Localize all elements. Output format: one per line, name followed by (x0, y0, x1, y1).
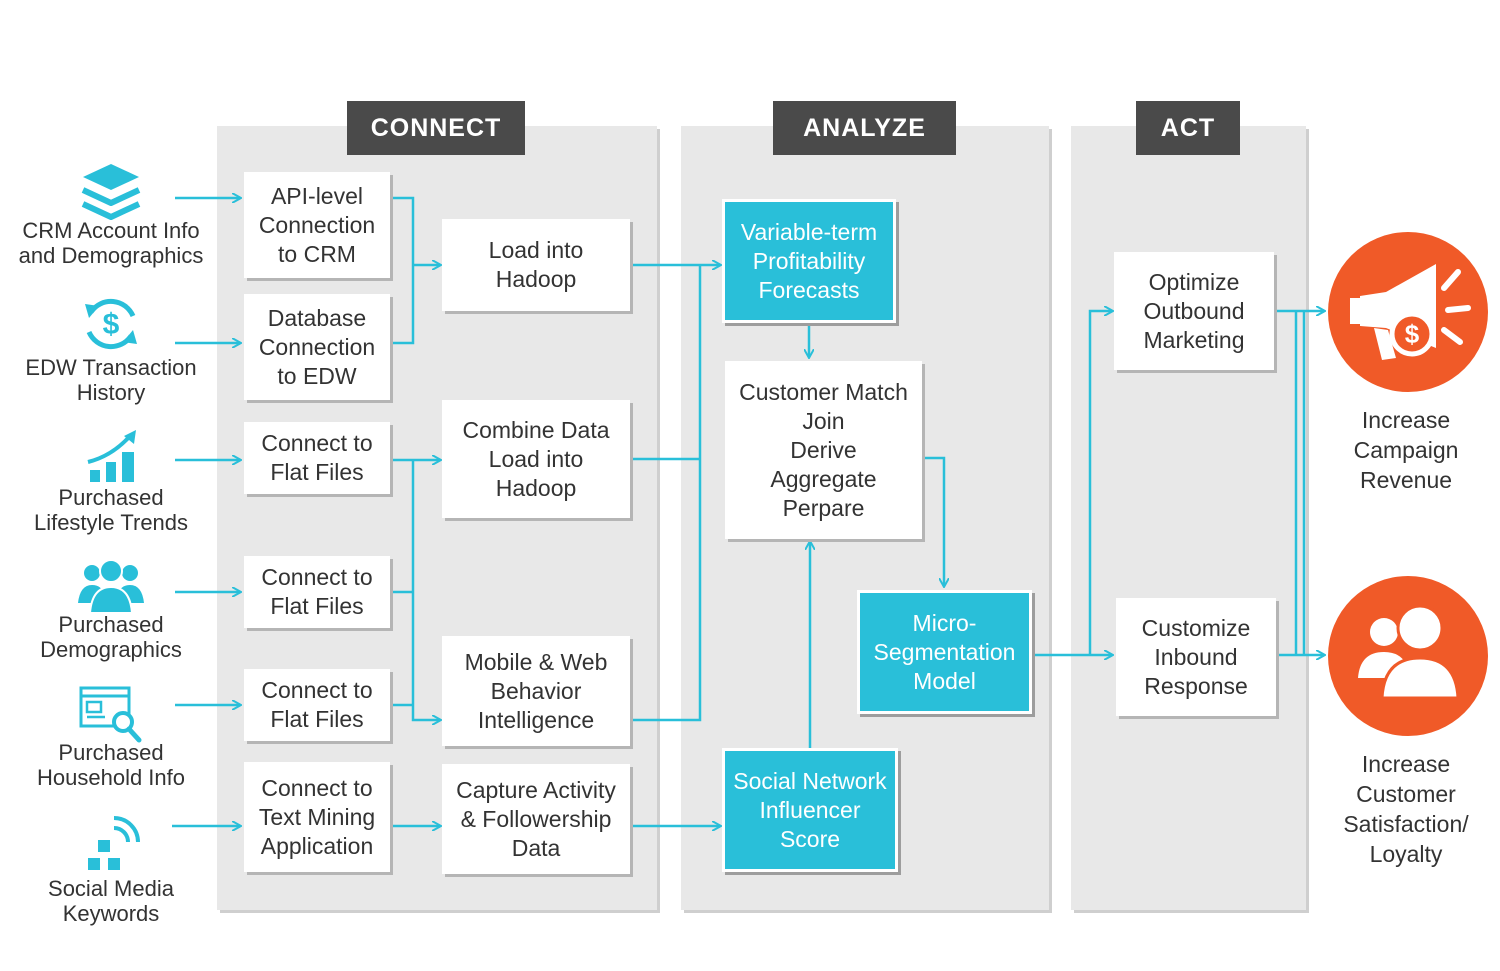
layers-icon (81, 164, 141, 220)
connector-api-load (390, 196, 415, 345)
people-group-icon (78, 559, 144, 613)
social-blocks-icon (88, 816, 140, 870)
megaphone-dollar-icon: $ (1328, 232, 1488, 392)
trend-chart-icon (87, 430, 136, 482)
connect-header: CONNECT (347, 101, 525, 155)
analyze-header: ANALYZE (773, 101, 956, 155)
dollar-sync-icon: $ (85, 298, 137, 350)
connector-segment-optimize (1088, 311, 1112, 655)
svg-text:$: $ (103, 308, 120, 341)
customers-icon (1328, 576, 1488, 736)
connector-to-mobile (411, 705, 440, 720)
svg-text:$: $ (1405, 319, 1420, 349)
browser-search-icon (79, 686, 142, 743)
connector-match-segment (922, 456, 944, 586)
connector-mobile (630, 265, 702, 722)
act-header: ACT (1136, 101, 1240, 155)
